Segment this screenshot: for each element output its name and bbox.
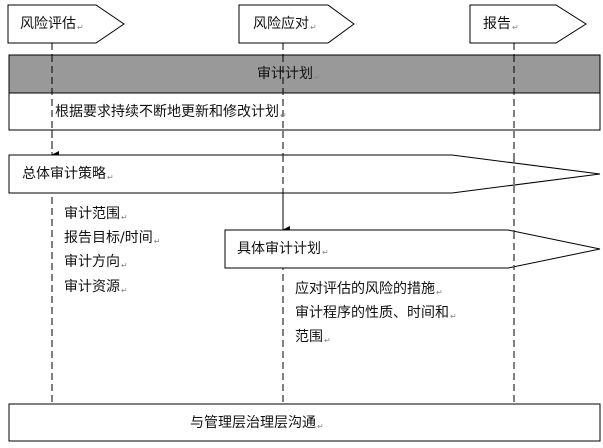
communication-label: 与管理层治理层沟通 — [190, 414, 324, 436]
specific-plan-item: 应对评估的风险的措施 — [295, 280, 443, 302]
strategy-item: 报告目标/时间 — [64, 229, 160, 251]
audit-plan-note: 根据要求持续不断地更新和修改计划 — [55, 103, 287, 125]
phase-risk-assessment-label: 风险评估 — [20, 15, 84, 37]
specific-plan-item: 范围 — [295, 328, 331, 350]
audit-plan-title: 审计计划 — [257, 65, 321, 87]
overall-strategy-title: 总体审计策略 — [22, 165, 114, 187]
strategy-item: 审计方向 — [64, 253, 128, 275]
strategy-item: 审计资源 — [64, 278, 128, 300]
strategy-item: 审计范围 — [64, 205, 128, 227]
phase-risk-response-label: 风险应对 — [253, 15, 317, 37]
specific-plan-item: 审计程序的性质、时间和 — [295, 304, 457, 326]
overall-strategy-shape — [8, 154, 601, 194]
specific-plan-title: 具体审计计划 — [237, 240, 329, 262]
phase-report-label: 报告 — [483, 15, 519, 37]
